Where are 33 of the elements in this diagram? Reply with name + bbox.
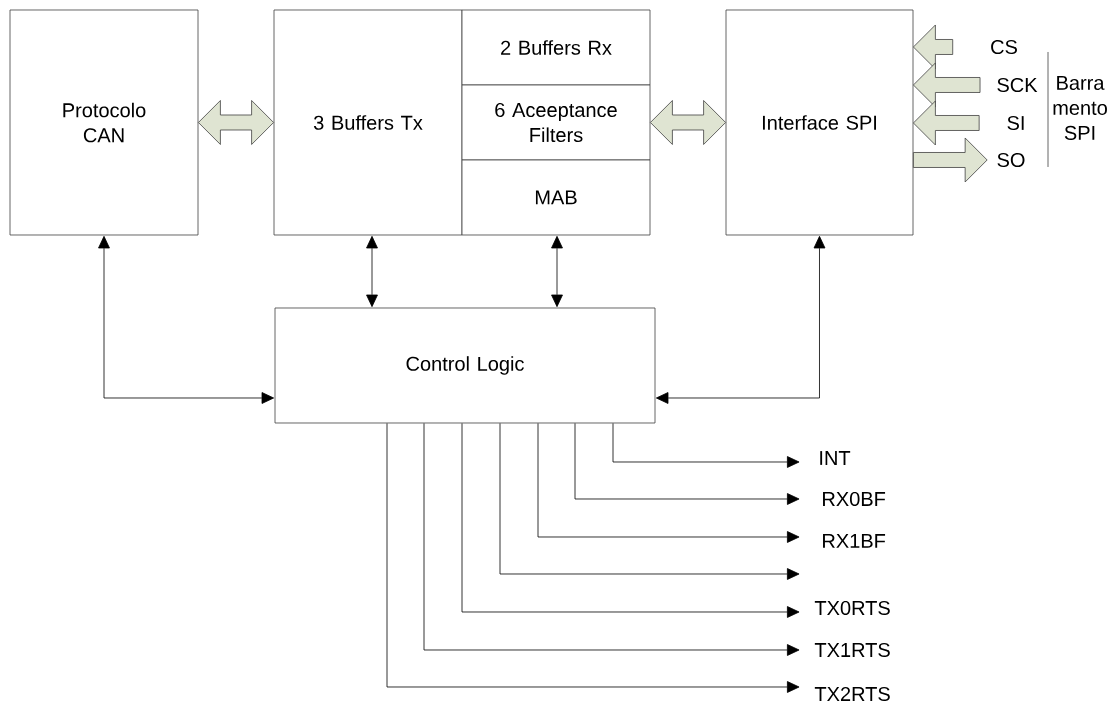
block-box: Protocolo CAN [9,9,199,236]
arrow [461,423,800,618]
block-box: MAB [461,159,651,236]
signal-label: CS [991,39,1017,55]
arrow [612,423,800,468]
signal-label: TX0RTS [814,600,890,616]
arrow [98,235,275,404]
block-arrow [913,137,988,183]
arrow [499,423,800,580]
arrow [386,423,800,693]
arrow [574,423,800,505]
block-box: 6 Aceeptance Filters [461,84,651,161]
signal-label: INT [820,451,851,465]
block-arrow [913,100,980,146]
signal-label: SCK [997,77,1038,93]
arrow [655,235,826,404]
block-box: Control Logic [274,307,656,424]
block-arrow [198,100,274,145]
signal-label: RX1BF [823,534,886,548]
block-box: 3 Buffers Tx [273,9,463,236]
arrow [366,235,378,308]
signal-label: TX2RTS [814,686,890,702]
signal-label: SO [997,152,1025,168]
bus-label: Barra mento SPI [1053,76,1107,140]
block-box: 2 Buffers Rx [461,9,651,86]
signal-label: SI [1007,115,1024,131]
block-arrow [650,100,726,145]
arrow [551,235,563,308]
arrow [537,423,800,543]
arrow [423,423,800,656]
signal-label: RX0BF [823,491,886,507]
signal-label: TX1RTS [814,642,890,658]
block-box: Interface SPI [725,9,914,236]
